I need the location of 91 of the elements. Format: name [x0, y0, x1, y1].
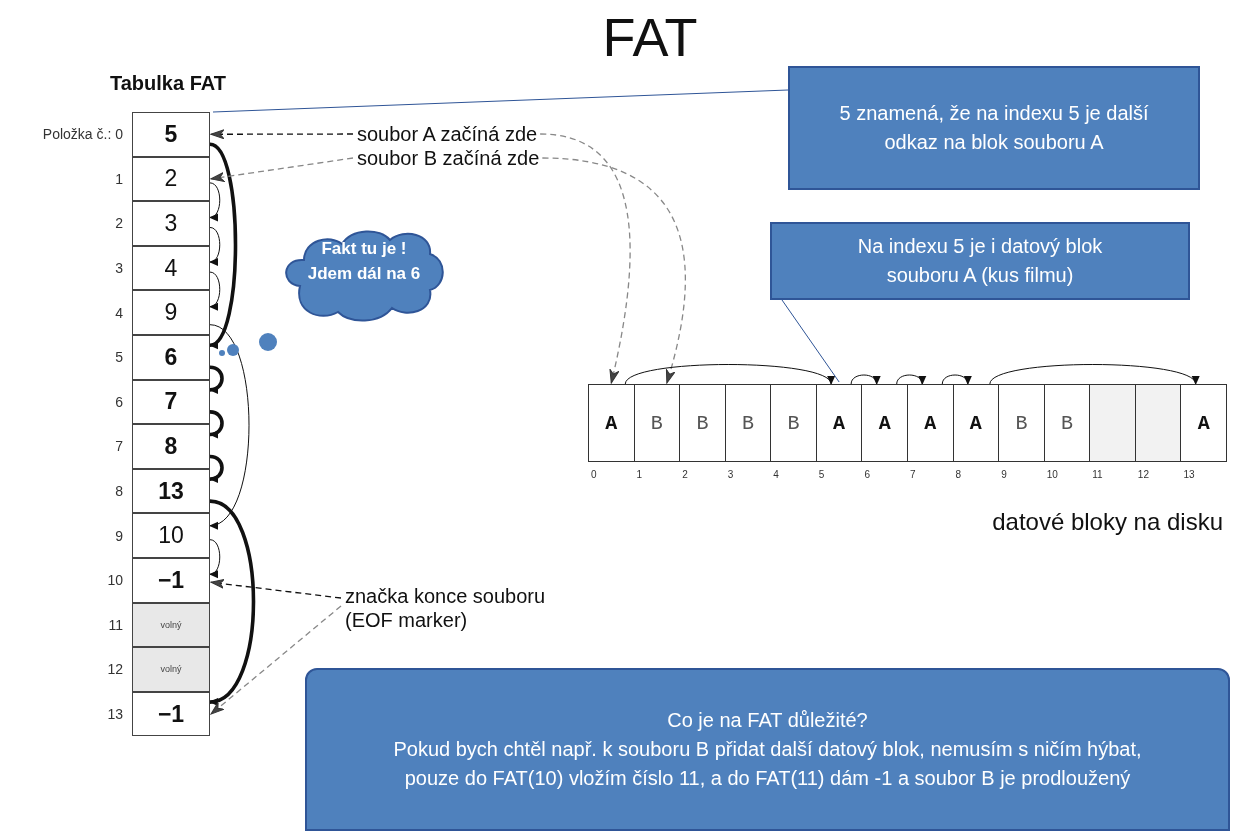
row-number: 4: [115, 304, 123, 321]
arrow: [209, 182, 221, 220]
annotation-text: značka konce souboru (EOF marker): [345, 584, 557, 632]
row-number: 8: [115, 483, 123, 500]
row-number: Položka č.: 0: [42, 126, 123, 143]
block-letter: A: [833, 411, 846, 435]
cell-value: 5: [164, 120, 178, 148]
scroll-banner: [305, 668, 1230, 831]
banner-heading: Co je na FAT důležité?: [667, 708, 868, 733]
table-heading: Tabulka FAT: [110, 72, 226, 95]
cell-value: 13: [158, 477, 184, 505]
block-letter: A: [1197, 411, 1210, 435]
block-letter: B: [650, 411, 663, 435]
cell-value: 7: [164, 388, 178, 416]
row-number: 5: [115, 349, 123, 366]
block-index: 5: [818, 469, 825, 480]
cell-value: 4: [164, 254, 178, 282]
arrow: [209, 499, 256, 704]
arrow: [209, 142, 238, 347]
block-index: 6: [864, 469, 870, 480]
block-index: 3: [727, 469, 734, 480]
arrow: [209, 227, 221, 265]
row-number: 1: [115, 170, 123, 187]
block-index: 11: [1092, 469, 1103, 480]
callout-text: 5 znamená, že na indexu 5 je další odkaz na blok souboru A: [838, 101, 1150, 155]
block-index: 0: [591, 469, 597, 480]
block-index: 2: [682, 469, 688, 480]
arrow: [941, 374, 971, 385]
cell-value: 9: [164, 299, 178, 327]
block-letter: A: [605, 411, 618, 435]
arrow: [209, 365, 224, 393]
arrow: [209, 271, 221, 309]
arrow: [210, 605, 342, 715]
cell-value: 2: [164, 165, 178, 193]
leader-line: [781, 299, 840, 383]
annotation-text: soubor A začíná zde: [357, 122, 538, 146]
row-number: 7: [115, 438, 123, 455]
arrow: [209, 410, 224, 438]
block-index: 9: [1001, 469, 1007, 480]
cell-value: 8: [164, 433, 178, 460]
row-number: 11: [108, 616, 123, 633]
block-letter: B: [787, 411, 800, 435]
callout-box: [788, 66, 1200, 190]
arrow: [539, 133, 631, 384]
block-letter: B: [1015, 411, 1028, 435]
arrow: [209, 324, 250, 527]
row-number: 10: [107, 572, 123, 589]
block-letter: A: [878, 411, 891, 435]
block-index: 8: [955, 469, 962, 480]
arrow: [541, 157, 686, 384]
row-number: 2: [115, 215, 123, 232]
block-index: 4: [773, 469, 779, 480]
cell-value: 6: [164, 343, 178, 371]
arrow: [210, 129, 354, 140]
cell-value: volný: [160, 619, 182, 630]
block-letter: A: [924, 411, 937, 435]
diagram-title: FAT: [601, 6, 699, 68]
cell-value: 10: [158, 522, 184, 550]
row-number: 12: [107, 661, 123, 678]
row-number: 3: [115, 260, 123, 277]
block-index: 7: [910, 469, 916, 480]
annotation-text: soubor B začíná zde: [357, 146, 540, 170]
row-number: 9: [115, 527, 123, 544]
arrow: [209, 454, 224, 483]
banner-text: Pokud bych chtěl např. k souboru B přidat další datový blok, nemusím s ničím hýbat, pouze do FAT(10) vložím číslo 11, a do FAT(11) dám -1 a soubor B je prodloužený: [392, 737, 1143, 791]
row-number: 6: [115, 393, 123, 410]
arrow: [989, 364, 1197, 385]
block-letter: B: [1060, 411, 1073, 435]
block-letter: B: [696, 411, 709, 435]
block-index: 12: [1137, 469, 1149, 480]
block-index: 13: [1183, 469, 1195, 480]
callout-text: Na indexu 5 je i datový blok souboru A (kus filmu): [856, 234, 1104, 288]
arrow: [210, 157, 354, 182]
arrow: [210, 578, 342, 599]
arrow: [624, 364, 832, 385]
block-letter: B: [741, 411, 754, 435]
strip-caption: datové bloky na disku: [992, 508, 1223, 536]
cloud-text: Fakt tu je ! Jdem dál na 6: [306, 238, 422, 285]
cell-value: volný: [160, 664, 182, 675]
arrow: [896, 374, 925, 385]
row-number: 13: [107, 706, 123, 723]
callout-box: [770, 222, 1190, 300]
arrow: [850, 374, 880, 385]
cell-value: −1: [157, 566, 185, 594]
block-index: 1: [636, 469, 643, 480]
cell-value: 3: [164, 210, 178, 237]
block-index: 10: [1046, 469, 1058, 480]
arrow: [209, 539, 221, 577]
leader-line: [212, 89, 789, 113]
cell-value: −1: [157, 700, 185, 728]
block-letter: A: [969, 411, 982, 435]
